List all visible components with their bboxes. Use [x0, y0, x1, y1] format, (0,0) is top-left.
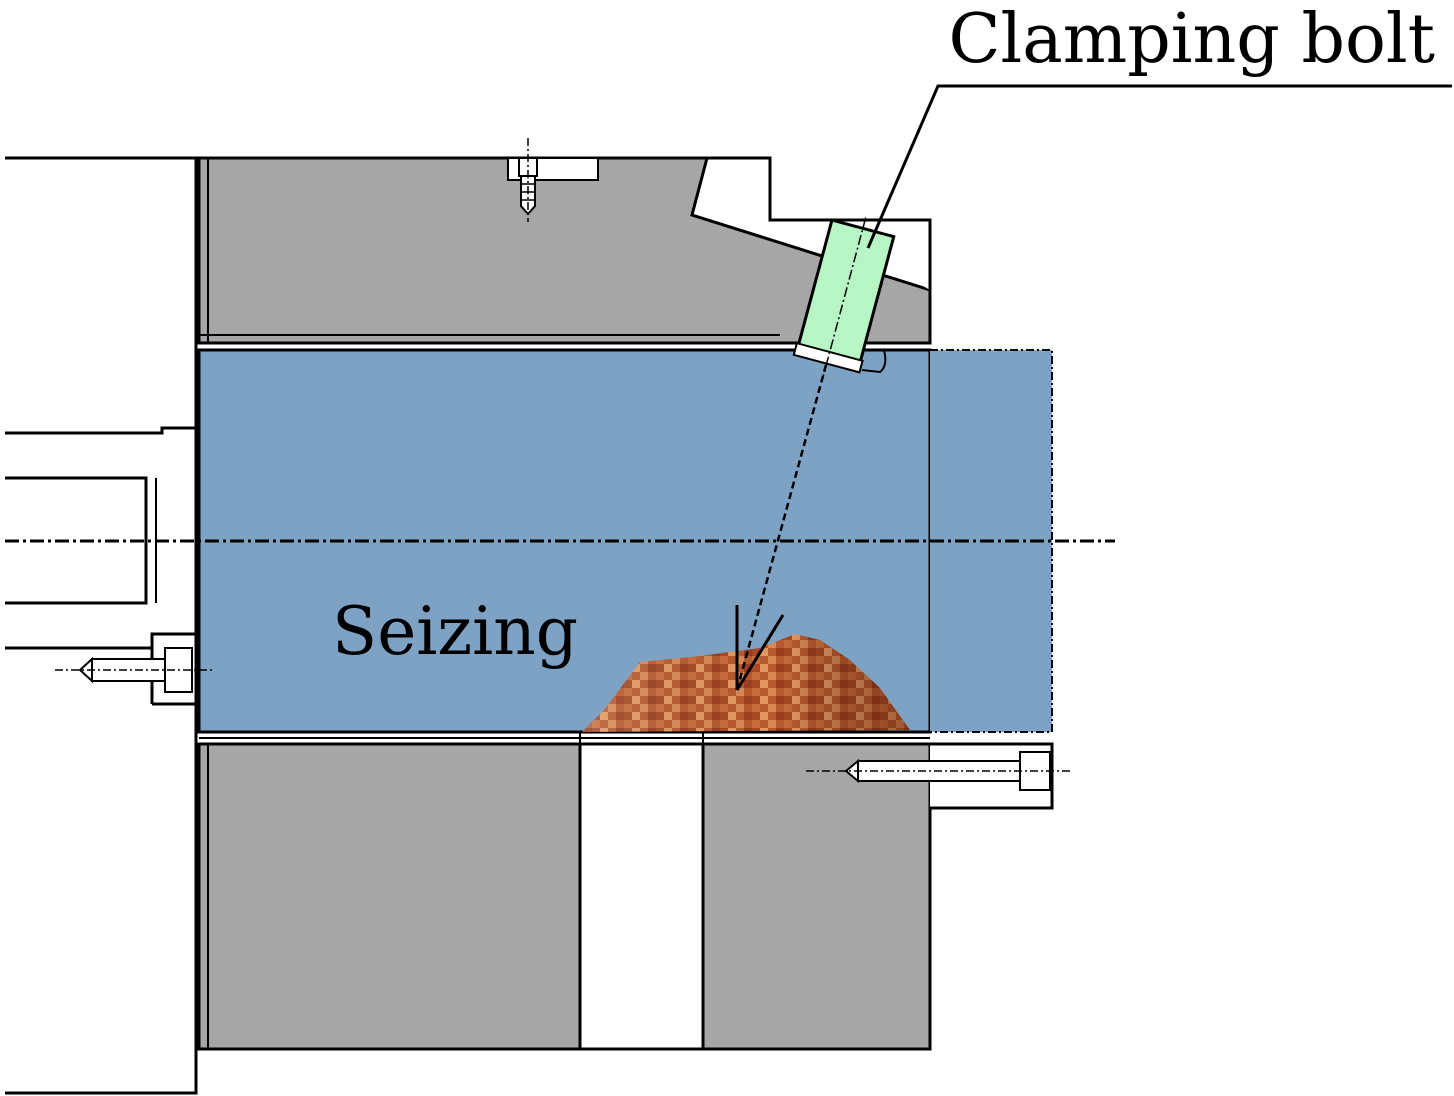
clamping-bolt [792, 217, 896, 378]
top-set-screw [518, 138, 538, 222]
seizing-label: Seizing [332, 593, 578, 670]
left-frame [5, 156, 198, 1095]
clamping-bolt-label: Clamping bolt [948, 0, 1435, 79]
right-bolt [806, 751, 1070, 791]
bolt-axis-extension [735, 364, 828, 691]
left-bolt [55, 647, 215, 693]
clamping-bolt-leader-line [866, 84, 1452, 249]
seizure-deposit-shading [582, 634, 910, 732]
lower-housing [197, 742, 1054, 1051]
arrow-head-icon [735, 605, 785, 691]
